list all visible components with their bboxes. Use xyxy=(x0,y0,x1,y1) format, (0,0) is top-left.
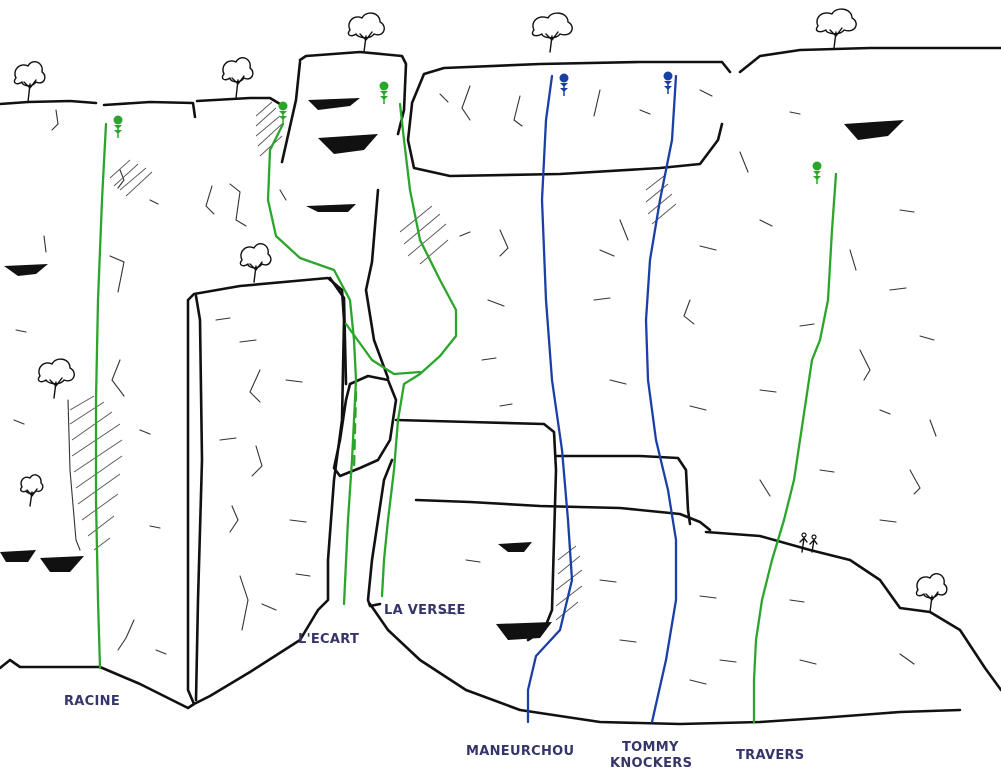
route-label-maneurchou: MANEURCHOU xyxy=(466,744,574,759)
overhang-ledge xyxy=(4,264,48,276)
tree-icon xyxy=(916,574,946,612)
route-line-tommy-knockers xyxy=(646,76,676,722)
tree-icon xyxy=(348,13,384,52)
route-line-la-versee xyxy=(382,104,456,596)
belay-anchor-icon xyxy=(813,162,822,185)
overhang-ledge xyxy=(844,120,904,140)
route-line-versee-link xyxy=(346,324,420,374)
tree-icon xyxy=(532,13,572,52)
tree-icon xyxy=(21,475,43,506)
tree-icon xyxy=(816,9,856,48)
overhang-ledge xyxy=(0,550,36,562)
route-line-racine xyxy=(96,124,106,668)
route-line-travers xyxy=(754,174,836,722)
overhang-ledge xyxy=(318,134,378,154)
overhang-ledge xyxy=(496,622,552,640)
belay-anchor-icon xyxy=(560,74,569,97)
route-label-tommy: TOMMY xyxy=(622,740,679,755)
overhang-ledge xyxy=(306,204,356,212)
route-lines xyxy=(96,76,836,722)
route-label-knockers: KNOCKERS xyxy=(610,756,692,770)
route-label-lecart: L'ECART xyxy=(298,632,359,647)
overhang-ledges xyxy=(0,98,904,640)
overhang-ledge xyxy=(40,556,84,572)
tree-icon xyxy=(240,244,270,282)
belay-anchors xyxy=(114,72,822,185)
rock-outlines xyxy=(0,48,1001,724)
route-labels: RACINE L'ECART LA VERSEE MANEURCHOU TOMM… xyxy=(64,603,804,770)
belay-anchor-icon xyxy=(279,102,288,125)
overhang-ledge xyxy=(498,542,532,552)
trees xyxy=(14,9,946,612)
overhang-ledge xyxy=(308,98,360,110)
tree-icon xyxy=(14,62,44,102)
route-label-racine: RACINE xyxy=(64,694,120,709)
belay-anchor-icon xyxy=(664,72,673,95)
route-label-la-versee: LA VERSEE xyxy=(384,603,466,618)
belay-anchor-icon xyxy=(380,82,389,105)
tree-icon xyxy=(38,359,74,398)
route-label-travers: TRAVERS xyxy=(736,748,804,763)
belay-anchor-icon xyxy=(114,116,123,139)
tree-icon xyxy=(222,58,252,98)
